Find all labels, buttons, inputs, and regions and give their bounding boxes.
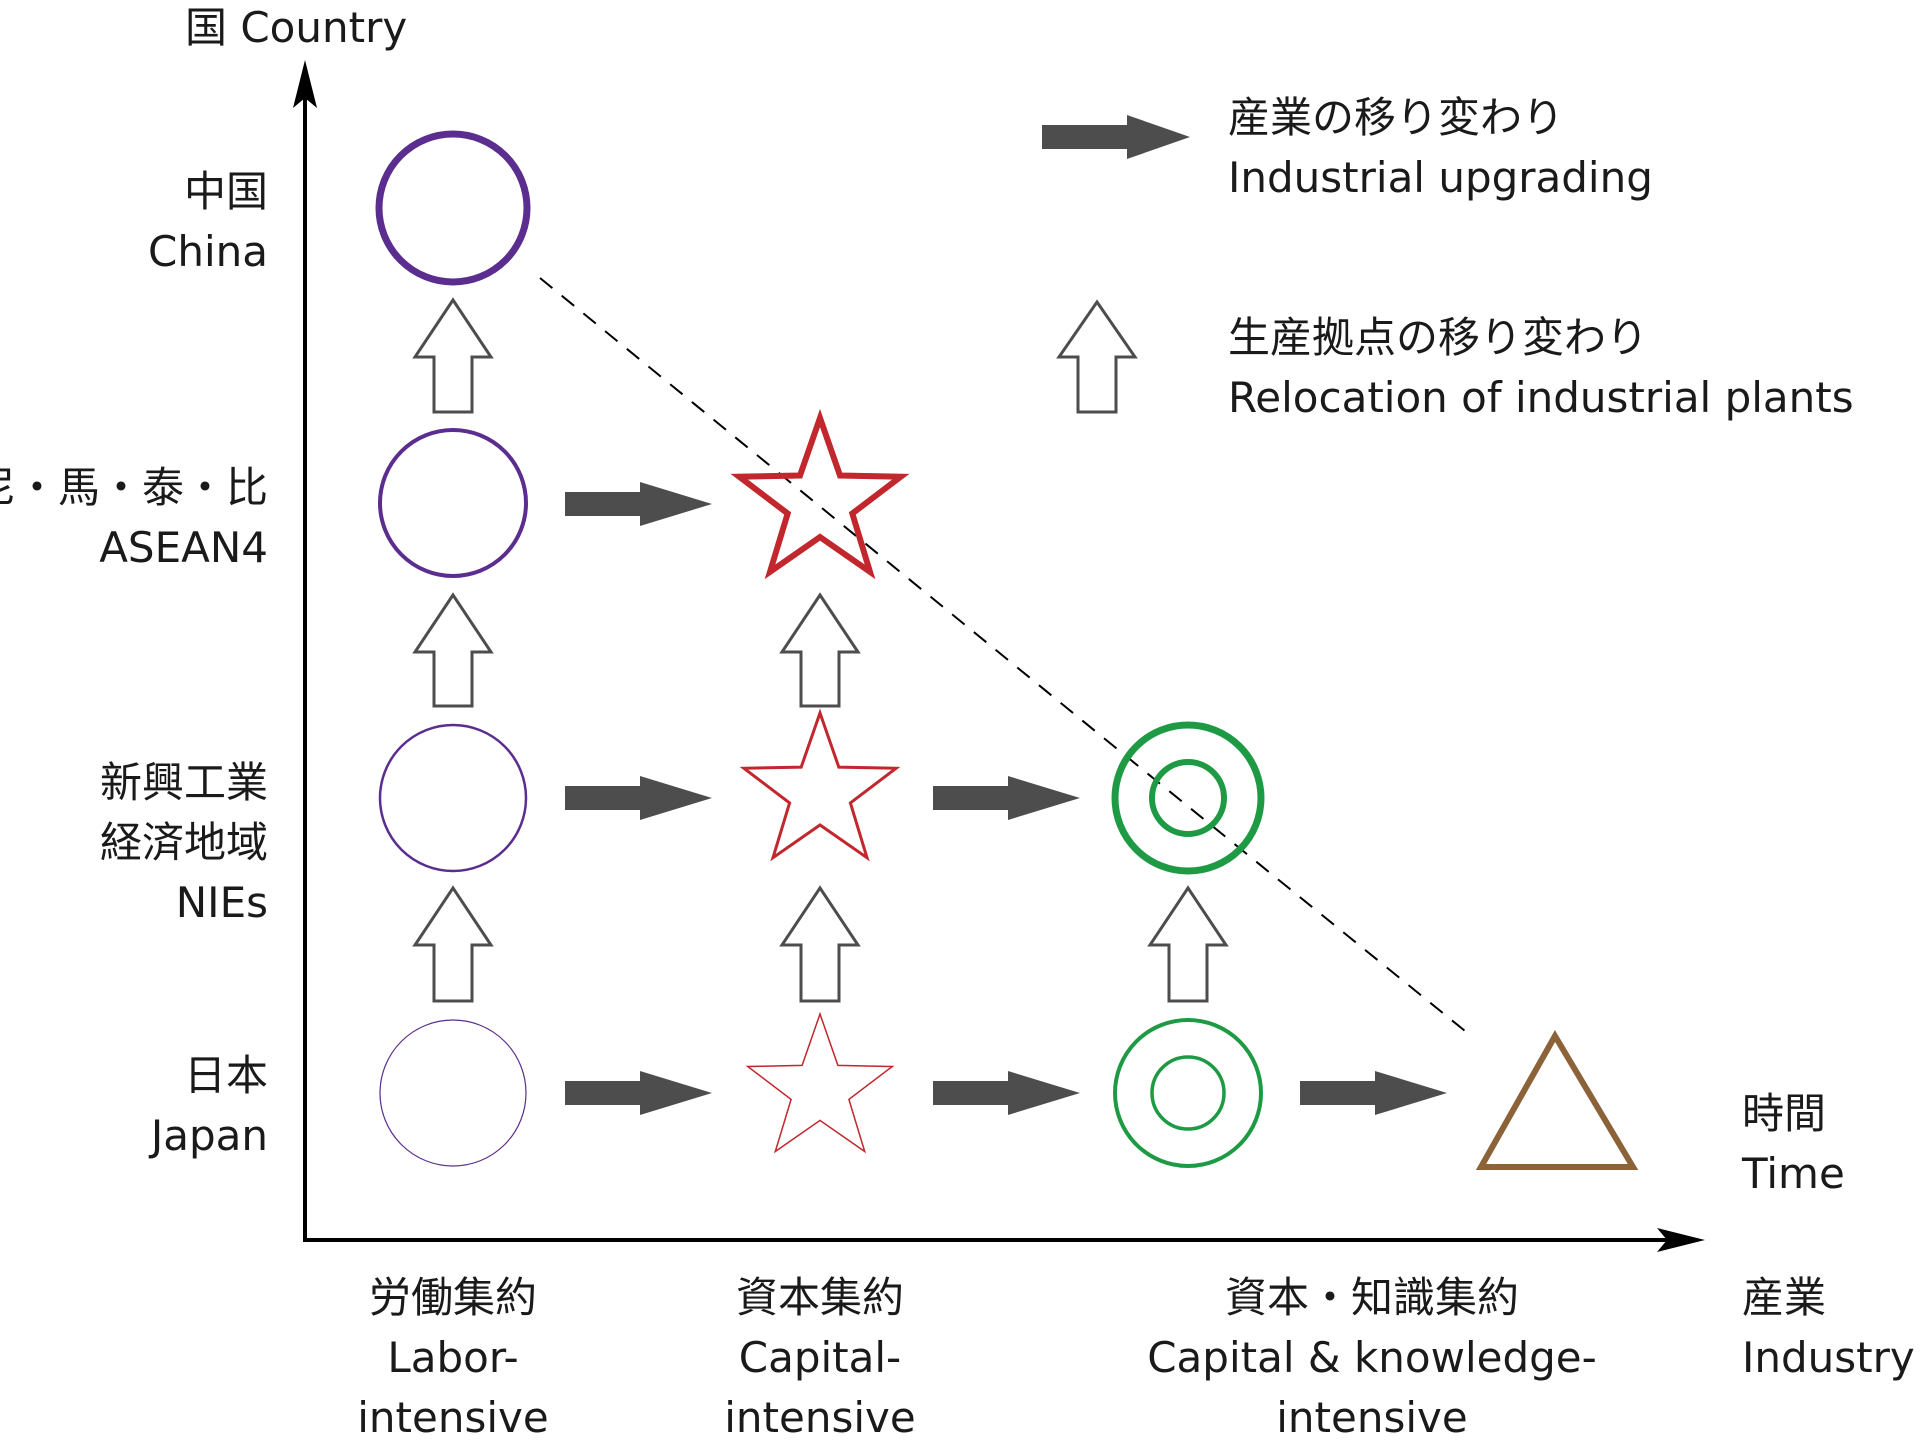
column-labels: 労働集約 Labor- intensive 資本集約 Capital- inte… — [357, 1089, 1915, 1442]
column-label-en: intensive — [724, 1393, 915, 1442]
hollow-up-arrow-icon — [779, 592, 861, 708]
filled-right-arrow-icon — [1042, 115, 1190, 159]
circle-icon — [379, 1019, 527, 1167]
star-icon — [745, 1011, 895, 1154]
y-axis-arrowhead — [293, 60, 317, 108]
dashed-frontier-line — [539, 277, 1471, 1036]
hollow-up-arrow-icon — [779, 885, 861, 1003]
row-label-jp: 中国 — [184, 167, 268, 216]
circle-icon — [375, 130, 531, 286]
filled-right-arrow-icon — [933, 1071, 1080, 1115]
legend-relocation-jp: 生産拠点の移り変わり — [1228, 313, 1648, 362]
row-label-jp: 新興工業 — [100, 758, 268, 807]
row-label-en: Japan — [148, 1111, 268, 1160]
row-label-en: NIEs — [176, 878, 268, 927]
legend-upgrade-jp: 産業の移り変わり — [1228, 93, 1564, 142]
row-label-jp: 経済地域 — [100, 818, 268, 867]
x-axis-title-jp: 産業 — [1742, 1273, 1826, 1322]
labor-intensive-markers — [375, 130, 531, 1167]
row-label-jp: 尼・馬・泰・比 — [0, 463, 268, 512]
column-label-en: intensive — [1276, 1393, 1467, 1442]
column-label-jp: 資本集約 — [736, 1273, 904, 1322]
row-label-en: ASEAN4 — [99, 523, 268, 572]
circle-icon — [378, 428, 528, 578]
filled-right-arrow-icon — [565, 482, 712, 526]
hollow-up-arrow-icon — [412, 592, 494, 708]
filled-right-arrow-icon — [565, 776, 712, 820]
filled-right-arrow-icon — [933, 776, 1080, 820]
knowledge-intensive-markers — [1111, 721, 1265, 1168]
legend: 産業の移り変わり Industrial upgrading 生産拠点の移り変わり… — [1042, 93, 1854, 422]
star-icon — [730, 408, 910, 580]
column-label-jp: 労働集約 — [369, 1273, 537, 1322]
column-label-en: Labor- — [387, 1333, 518, 1382]
column-label-en: Capital & knowledge- — [1147, 1333, 1597, 1382]
double-circle-icon — [1113, 1018, 1263, 1168]
hollow-up-arrow-icon — [412, 885, 494, 1003]
row-label-jp: 日本 — [184, 1051, 268, 1100]
legend-upgrade-en: Industrial upgrading — [1228, 153, 1653, 202]
time-label-en: Time — [1741, 1149, 1845, 1198]
legend-relocation-en: Relocation of industrial plants — [1228, 373, 1854, 422]
star-icon — [739, 708, 901, 862]
hollow-up-arrow-icon — [412, 297, 494, 414]
relocation-arrows — [412, 297, 1229, 1003]
column-label-en: intensive — [357, 1393, 548, 1442]
hollow-up-arrow-icon — [1056, 299, 1138, 414]
triangle-icon — [1475, 1030, 1639, 1170]
circle-icon — [378, 723, 528, 873]
filled-right-arrow-icon — [565, 1071, 712, 1115]
double-circle-icon — [1111, 721, 1265, 875]
row-labels: 中国 China 尼・馬・泰・比 ASEAN4 新興工業 経済地域 NIEs 日… — [0, 167, 268, 1160]
y-axis-title: 国 Country — [185, 3, 407, 52]
column-label-jp: 資本・知識集約 — [1225, 1273, 1519, 1322]
time-label-jp: 時間 — [1742, 1089, 1826, 1138]
x-axis-arrowhead — [1657, 1228, 1705, 1252]
row-label-en: China — [148, 227, 268, 276]
column-label-en: Capital- — [739, 1333, 901, 1382]
hollow-up-arrow-icon — [1147, 885, 1229, 1003]
capital-intensive-markers — [730, 408, 910, 1154]
x-axis-title-en: Industry — [1742, 1333, 1915, 1382]
axes — [293, 60, 1705, 1252]
upgrade-arrows — [565, 482, 1447, 1115]
filled-right-arrow-icon — [1300, 1071, 1447, 1115]
